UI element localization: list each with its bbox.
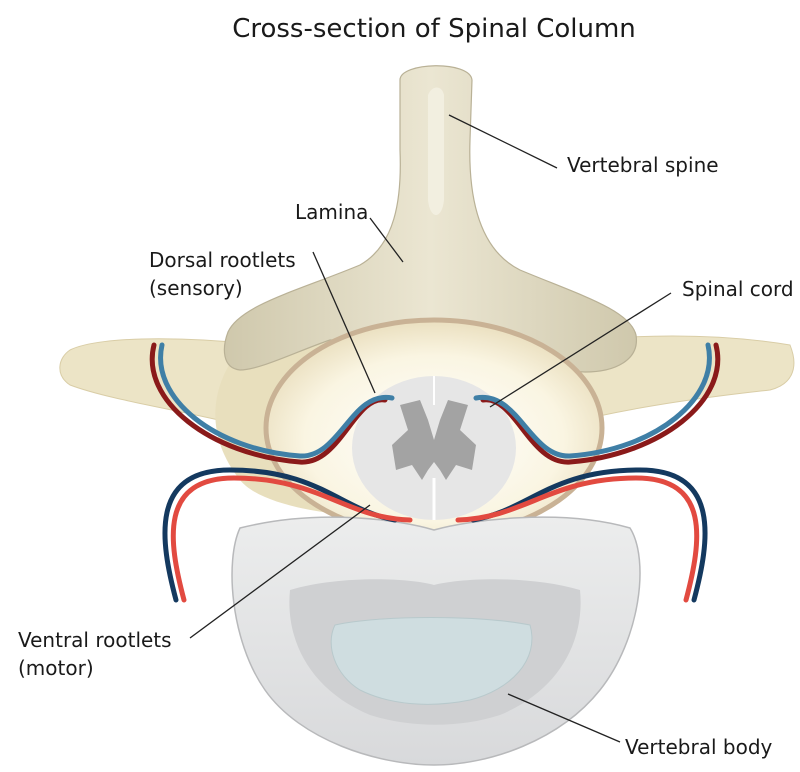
label-dorsal-rootlets: Dorsal rootlets (149, 248, 296, 272)
label-ventral-rootlets: Ventral rootlets (18, 628, 172, 652)
spine-highlight (428, 88, 444, 216)
diagram-title: Cross-section of Spinal Column (232, 14, 636, 44)
label-lamina: Lamina (295, 200, 368, 224)
label-vertebral-body: Vertebral body (625, 735, 773, 759)
label-dorsal-rootlets-sub: (sensory) (149, 276, 243, 300)
label-spinal-cord: Spinal cord (682, 277, 794, 301)
label-vertebral-spine: Vertebral spine (567, 153, 719, 177)
label-ventral-rootlets-sub: (motor) (18, 656, 94, 680)
